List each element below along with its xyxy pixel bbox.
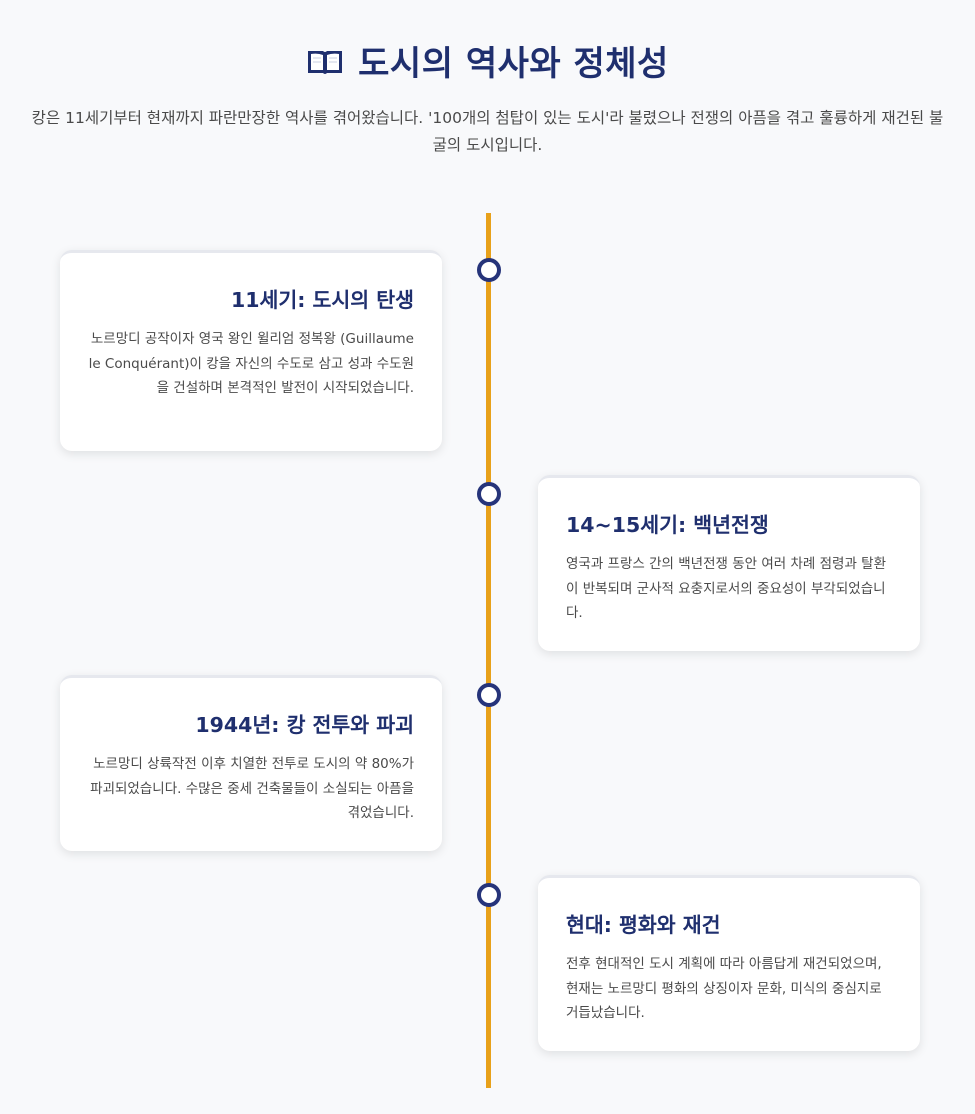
open-book-icon (306, 46, 344, 76)
card-title: 현대: 평화와 재건 (566, 913, 721, 937)
page-title-text: 도시의 역사와 정체성 (358, 44, 669, 84)
timeline-card-11th-century: 11세기: 도시의 탄생 노르망디 공작이자 영국 왕인 윌리엄 정복왕 (Gu… (60, 250, 442, 451)
header: 도시의 역사와 정체성 캉은 11세기부터 현재까지 파란만장한 역사를 겪어왔… (0, 36, 975, 159)
timeline-card-modern: 현대: 평화와 재건 전후 현대적인 도시 계획에 따라 아름답게 재건되었으며… (538, 875, 920, 1051)
timeline-line (486, 213, 491, 1088)
card-text: 노르망디 공작이자 영국 왕인 윌리엄 정복왕 (Guillaume le Co… (88, 331, 414, 396)
timeline-marker (477, 683, 501, 707)
page-title: 도시의 역사와 정체성 (0, 36, 975, 85)
card-text: 전후 현대적인 도시 계획에 따라 아름답게 재건되었으며, 현재는 노르망디 … (566, 956, 882, 1021)
card-title: 14~15세기: 백년전쟁 (566, 513, 769, 537)
card-title: 11세기: 도시의 탄생 (230, 288, 414, 312)
timeline-card-hundred-years-war: 14~15세기: 백년전쟁 영국과 프랑스 간의 백년전쟁 동안 여러 차례 점… (538, 475, 920, 651)
card-text: 노르망디 상륙작전 이후 치열한 전투로 도시의 약 80%가 파괴되었습니다.… (90, 756, 414, 821)
timeline-card-1944: 1944년: 캉 전투와 파괴 노르망디 상륙작전 이후 치열한 전투로 도시의… (60, 675, 442, 851)
timeline-marker (477, 258, 501, 282)
timeline-marker (477, 482, 501, 506)
intro-text: 캉은 11세기부터 현재까지 파란만장한 역사를 겪어왔습니다. '100개의 … (31, 109, 944, 154)
card-text: 영국과 프랑스 간의 백년전쟁 동안 여러 차례 점령과 탈환이 반복되며 군사… (566, 556, 886, 621)
timeline-marker (477, 883, 501, 907)
card-title: 1944년: 캉 전투와 파괴 (195, 713, 414, 737)
